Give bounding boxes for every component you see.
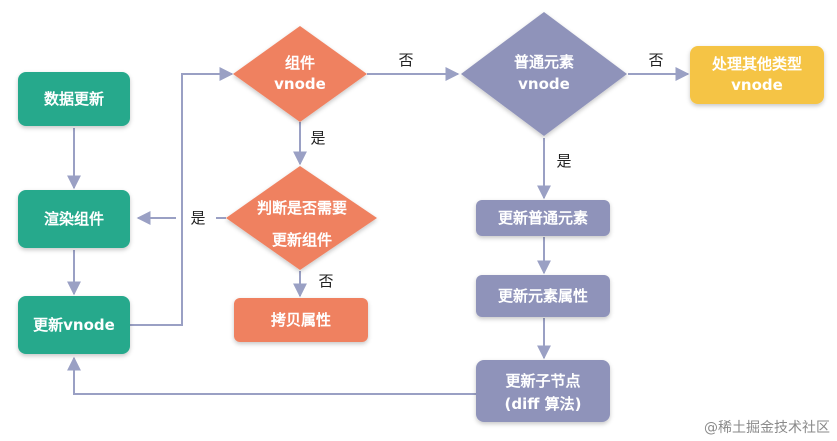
node-update-vnode-label: 更新vnode bbox=[33, 316, 115, 334]
connectors bbox=[67, 67, 690, 395]
edge-children-back-to-vnode bbox=[67, 356, 476, 395]
edge-vnode-to-component-check bbox=[130, 67, 234, 326]
node-update-children-shape bbox=[476, 360, 610, 422]
node-update-element-label: 更新普通元素 bbox=[498, 209, 588, 227]
node-data-update-label: 数据更新 bbox=[44, 90, 104, 108]
watermark: @稀土掘金技术社区 bbox=[704, 420, 830, 436]
node-update-element-shape bbox=[476, 200, 610, 236]
node-update-vnode: 更新vnode bbox=[18, 296, 130, 354]
node-update-children: 更新子节点 (diff 算法) bbox=[476, 360, 610, 422]
node-render-component: 渲染组件 bbox=[18, 190, 130, 248]
node-render-component-shape bbox=[18, 190, 130, 248]
node-copy-props-label: 拷贝属性 bbox=[271, 311, 331, 329]
node-update-attrs-shape bbox=[476, 275, 610, 317]
node-element-vnode-label-1: 普通元素 bbox=[514, 53, 574, 71]
node-need-update-shape bbox=[226, 166, 377, 270]
edge-label-need-yes: 是 bbox=[190, 209, 205, 227]
node-need-update: 判断是否需要 更新组件 bbox=[226, 166, 377, 270]
node-other-types-label-2: vnode bbox=[731, 76, 783, 94]
node-other-types-shape bbox=[690, 46, 824, 104]
node-other-types-label-1: 处理其他类型 bbox=[711, 55, 802, 73]
edge-label-need-no: 否 bbox=[318, 272, 333, 290]
node-render-component-label: 渲染组件 bbox=[44, 210, 104, 228]
node-data-update: 数据更新 bbox=[18, 72, 130, 126]
edge-label-component-no: 否 bbox=[398, 51, 413, 69]
node-data-update-shape bbox=[18, 72, 130, 126]
edge-label-element-yes: 是 bbox=[556, 152, 571, 170]
node-need-update-label-2: 更新组件 bbox=[272, 231, 332, 249]
node-element-vnode: 普通元素 vnode bbox=[461, 12, 627, 136]
node-copy-props-shape bbox=[234, 298, 368, 342]
node-update-vnode-shape bbox=[18, 296, 130, 354]
node-update-children-label-1: 更新子节点 bbox=[505, 372, 580, 390]
node-element-vnode-label-2: vnode bbox=[518, 75, 570, 93]
node-need-update-label-1: 判断是否需要 bbox=[257, 199, 347, 217]
node-update-element: 更新普通元素 bbox=[476, 200, 610, 236]
node-component-vnode-shape bbox=[233, 26, 367, 122]
edge-label-element-no: 否 bbox=[648, 51, 663, 69]
node-copy-props: 拷贝属性 bbox=[234, 298, 368, 342]
node-update-children-label-2: (diff 算法) bbox=[505, 395, 582, 413]
node-other-types: 处理其他类型 vnode bbox=[690, 46, 824, 104]
node-element-vnode-shape bbox=[461, 12, 627, 136]
node-update-attrs-label: 更新元素属性 bbox=[498, 287, 588, 305]
node-component-vnode-label-2: vnode bbox=[274, 75, 326, 93]
node-update-attrs: 更新元素属性 bbox=[476, 275, 610, 317]
edge-label-component-yes: 是 bbox=[310, 129, 325, 147]
node-component-vnode-label-1: 组件 bbox=[285, 54, 315, 72]
node-component-vnode: 组件 vnode bbox=[233, 26, 367, 122]
